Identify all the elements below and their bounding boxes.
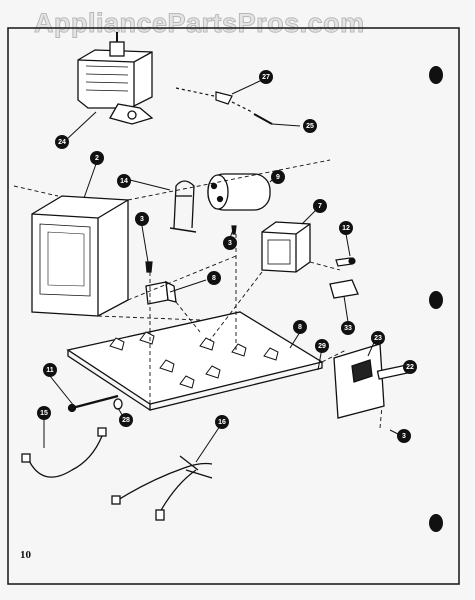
callout-badge bbox=[117, 174, 131, 188]
callout-badge bbox=[341, 321, 355, 335]
callout-label: 28 bbox=[122, 417, 130, 424]
binder-hole-bottom bbox=[429, 514, 443, 532]
callout-badge bbox=[119, 413, 133, 427]
callout-label: 24 bbox=[58, 139, 66, 146]
fuse-part bbox=[329, 279, 359, 299]
assembly-lines bbox=[13, 159, 383, 429]
callout-label: 22 bbox=[406, 364, 414, 371]
transformer-part bbox=[31, 195, 129, 317]
callout-badge bbox=[90, 151, 104, 165]
callout-27: 27 bbox=[259, 70, 273, 84]
callout-15: 15 bbox=[37, 406, 51, 420]
callout-label: 12 bbox=[342, 225, 350, 232]
callout-label: 3 bbox=[228, 240, 232, 247]
callout-7: 7 bbox=[313, 199, 327, 213]
callout-11: 11 bbox=[43, 363, 57, 377]
callout-badge bbox=[215, 415, 229, 429]
callout-label: 14 bbox=[120, 178, 128, 185]
callout-label: 15 bbox=[40, 410, 48, 417]
callout-28: 28 bbox=[119, 413, 133, 427]
callout-22: 22 bbox=[403, 360, 417, 374]
callout-badge bbox=[303, 119, 317, 133]
callout-29: 29 bbox=[315, 339, 329, 353]
callout-badge bbox=[259, 70, 273, 84]
base-plate-part bbox=[66, 311, 324, 411]
callout-9: 9 bbox=[271, 170, 285, 184]
callout-label: 7 bbox=[318, 203, 322, 210]
callout-label: 27 bbox=[262, 74, 270, 81]
switch-bracket-part bbox=[333, 343, 410, 419]
callout-badge bbox=[313, 199, 327, 213]
callout-badge bbox=[223, 236, 237, 250]
callout-label: 23 bbox=[374, 335, 382, 342]
callout-badge bbox=[271, 170, 285, 184]
callout-25: 25 bbox=[303, 119, 317, 133]
watermark: AppliancePartsPros.com bbox=[34, 8, 365, 39]
connector-27-part bbox=[175, 87, 273, 125]
callout-label: 29 bbox=[318, 343, 326, 350]
callout-badge bbox=[403, 360, 417, 374]
thermal-cutout-part bbox=[145, 280, 177, 305]
callout-badge bbox=[37, 406, 51, 420]
binder-hole-middle bbox=[429, 291, 443, 309]
page-border bbox=[7, 27, 460, 585]
callout-badge bbox=[397, 429, 411, 443]
callout-label: 8 bbox=[298, 324, 302, 331]
callout-3a: 3 bbox=[135, 212, 149, 226]
bracket-14-part bbox=[169, 180, 197, 233]
callout-badge bbox=[43, 363, 57, 377]
callout-label: 11 bbox=[46, 367, 54, 374]
capacitor-part bbox=[207, 173, 271, 211]
callout-badge bbox=[293, 320, 307, 334]
callout-badge bbox=[55, 135, 69, 149]
callout-12: 12 bbox=[339, 221, 353, 235]
callout-badge bbox=[339, 221, 353, 235]
leader-lines bbox=[43, 79, 407, 463]
callout-label: 25 bbox=[306, 123, 314, 130]
callout-badge bbox=[207, 271, 221, 285]
screw-11-part bbox=[67, 394, 123, 413]
callout-24: 24 bbox=[55, 135, 69, 149]
callout-8a: 8 bbox=[207, 271, 221, 285]
callout-label: 3 bbox=[402, 433, 406, 440]
callout-badge bbox=[135, 212, 149, 226]
screws-part bbox=[145, 225, 356, 273]
callout-3b: 3 bbox=[223, 236, 237, 250]
callout-label: 16 bbox=[218, 419, 226, 426]
callout-label: 3 bbox=[140, 216, 144, 223]
callout-label: 8 bbox=[212, 275, 216, 282]
binder-hole-top bbox=[429, 66, 443, 84]
callout-label: 2 bbox=[95, 155, 99, 162]
magnetron-part bbox=[77, 32, 154, 125]
callout-33: 33 bbox=[341, 321, 355, 335]
callout-23: 23 bbox=[371, 331, 385, 345]
wire-harness-16-part bbox=[111, 455, 213, 521]
callout-label: 9 bbox=[276, 174, 280, 181]
callout-3c: 3 bbox=[397, 429, 411, 443]
callout-16: 16 bbox=[215, 415, 229, 429]
callout-badge bbox=[315, 339, 329, 353]
callout-8b: 8 bbox=[293, 320, 307, 334]
transformer-7-part bbox=[261, 221, 311, 273]
wire-15-part bbox=[21, 427, 107, 478]
page-number: 10 bbox=[20, 549, 31, 561]
callout-2: 2 bbox=[90, 151, 104, 165]
callout-14: 14 bbox=[117, 174, 131, 188]
callout-label: 33 bbox=[344, 325, 352, 332]
callout-badge bbox=[371, 331, 385, 345]
